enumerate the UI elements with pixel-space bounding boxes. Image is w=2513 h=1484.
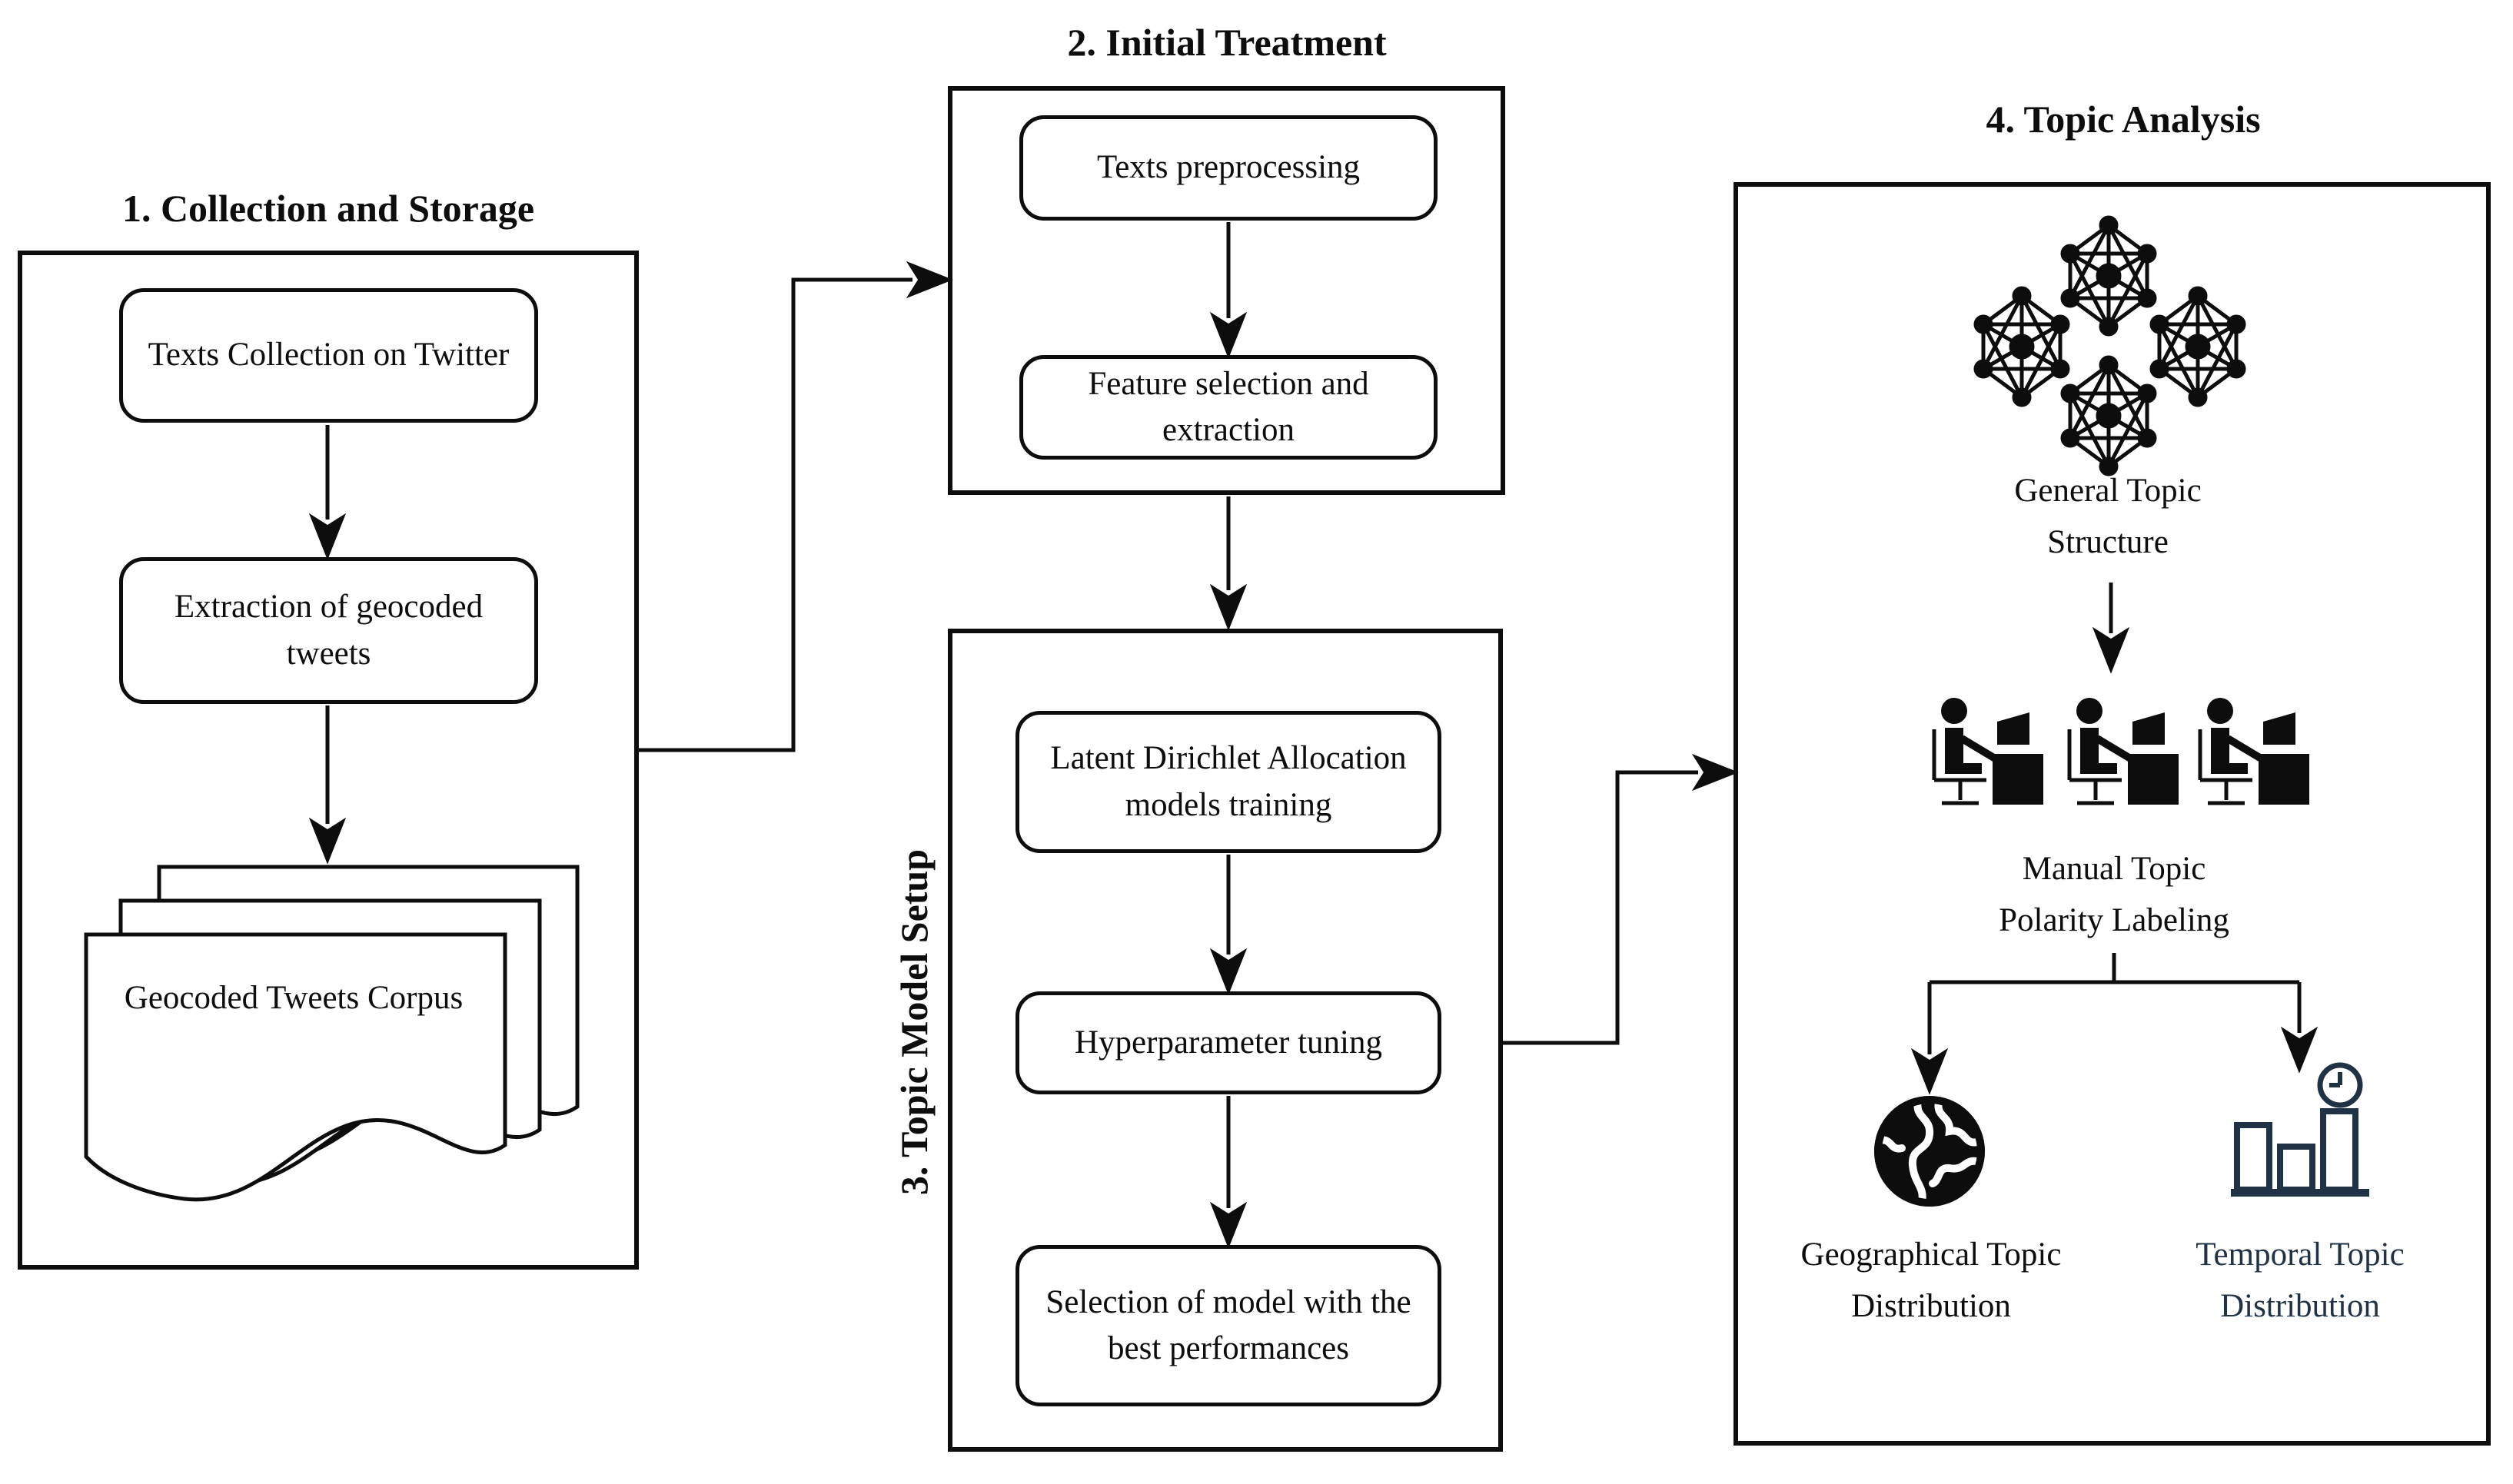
arrow-structure-to-labeling — [2092, 583, 2130, 674]
temporal-distribution-label: Temporal Topic Distribution — [2196, 1237, 2405, 1324]
step-extraction-geocoded: Extraction of geocoded tweets — [119, 557, 538, 704]
step-model-selection: Selection of model with the best perform… — [1016, 1245, 1441, 1406]
manual-polarity-labeling-label: Manual Topic Polarity Labeling — [1999, 851, 2229, 938]
step-feature-selection: Feature selection and extraction — [1019, 355, 1438, 460]
document-stack-icon — [84, 865, 580, 1202]
connector-panel1-to-panel2 — [639, 261, 953, 752]
panel-topic-analysis — [1734, 182, 2491, 1446]
corpus-label: Geocoded Tweets Corpus — [124, 980, 464, 1016]
step-lda-training: Latent Dirichlet Allocation models train… — [1016, 711, 1441, 853]
arrow-extraction-to-corpus — [308, 705, 347, 865]
general-topic-structure-label: General Topic Structure — [2014, 473, 2202, 560]
geographical-distribution-label: Geographical Topic Distribution — [1800, 1237, 2062, 1324]
arrow-panel2-to-panel3 — [1209, 496, 1248, 631]
step-hyperparameter-tuning: Hyperparameter tuning — [1016, 991, 1441, 1094]
panel-initial-treatment — [948, 86, 1505, 495]
stage3-title: 3. Topic Model Setup — [893, 848, 936, 1196]
connector-panel3-to-panel4 — [1503, 753, 1739, 1045]
arrow-preprocessing-to-feature — [1209, 222, 1248, 359]
stage1-title: 1. Collection and Storage — [121, 187, 535, 230]
branch-split-connector — [1930, 953, 2299, 984]
arrow-tuning-to-selection — [1209, 1096, 1248, 1249]
step-texts-preprocessing: Texts preprocessing — [1019, 115, 1438, 221]
stage2-title: 2. Initial Treatment — [1067, 21, 1387, 64]
arrow-collection-to-extraction — [308, 425, 347, 560]
step-texts-collection: Texts Collection on Twitter — [119, 288, 538, 423]
arrow-to-temporal — [2280, 982, 2319, 1074]
panel-collection-storage — [18, 251, 639, 1270]
stage4-title: 4. Topic Analysis — [1986, 98, 2261, 141]
arrow-to-geographical — [1910, 982, 1949, 1095]
panel-topic-model-setup — [948, 629, 1503, 1452]
arrow-lda-to-tuning — [1209, 855, 1248, 995]
